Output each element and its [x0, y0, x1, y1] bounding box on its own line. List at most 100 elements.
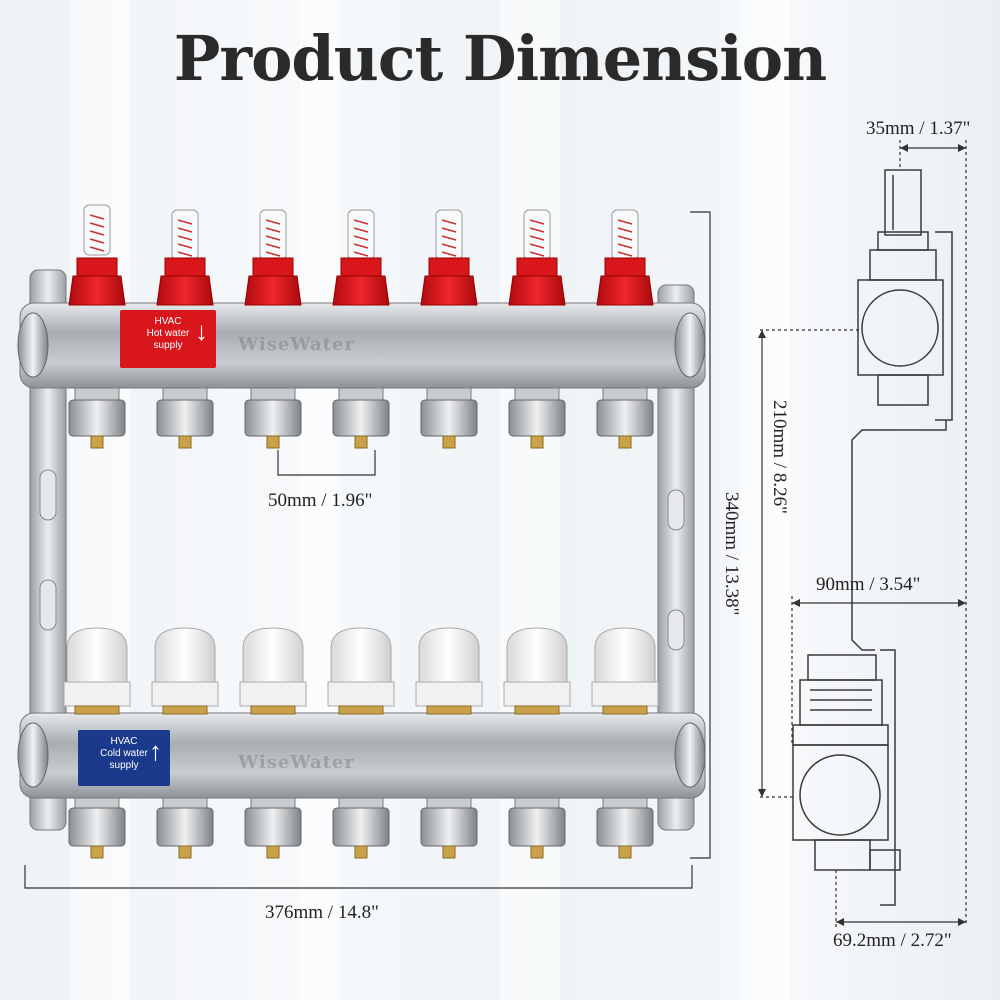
flowmeter-scale-mark	[177, 243, 193, 249]
flowmeter-scale-mark	[265, 251, 281, 257]
valve-white-cap	[154, 627, 216, 691]
valve-white-cap	[242, 627, 304, 691]
brand-watermark-top: WiseWater	[238, 334, 355, 355]
supply-outlet-nut	[596, 399, 654, 437]
flowmeter-red-collar	[604, 257, 646, 277]
flowmeter-scale-mark	[353, 243, 369, 249]
valve-white-cap	[330, 627, 392, 691]
flowmeter-red-collar	[252, 257, 294, 277]
valve-brass-ring	[514, 705, 560, 715]
dimension-arrows	[758, 144, 966, 926]
flowmeter-scale-mark	[265, 243, 281, 249]
valve-white-cap	[66, 627, 128, 691]
flowmeter-red-base	[332, 275, 390, 306]
supply-outlet-nut	[420, 399, 478, 437]
valve-brass-ring	[162, 705, 208, 715]
bracket-depth-label: 69.2mm / 2.72"	[833, 930, 952, 951]
supply-outlet-nut	[508, 399, 566, 437]
flowmeter-tube	[523, 209, 551, 261]
return-outlet-nut	[332, 807, 390, 847]
flowmeter-red-collar	[340, 257, 382, 277]
hot-tag-line3: supply	[153, 340, 183, 351]
flowmeter-scale-mark	[441, 227, 457, 233]
return-outlet-nut	[596, 807, 654, 847]
return-outlet-nut	[156, 807, 214, 847]
cold-tag-line2: Cold water	[100, 748, 148, 759]
flowmeter-red-base	[420, 275, 478, 306]
valve-white-base	[415, 681, 483, 707]
return-outlet-nut	[420, 807, 478, 847]
flowmeter-scale-mark	[89, 246, 105, 252]
arrow-down-icon: ↓	[195, 316, 208, 346]
flowmeter-red-base	[596, 275, 654, 306]
valve-white-base	[503, 681, 571, 707]
flowmeter-red-base	[244, 275, 302, 306]
supply-brass-fitting	[90, 435, 104, 449]
flowmeter-depth-label: 35mm / 1.37"	[866, 118, 971, 139]
flowmeter-tube	[611, 209, 639, 261]
valve-white-cap	[594, 627, 656, 691]
cold-tag-line1: HVAC	[110, 736, 138, 747]
flowmeter-scale-mark	[529, 251, 545, 257]
page-title: Product Dimension	[173, 22, 827, 95]
flowmeter-red-base	[508, 275, 566, 306]
valve-white-base	[591, 681, 659, 707]
hot-tag-line1: HVAC	[154, 316, 182, 327]
flowmeter-red-collar	[428, 257, 470, 277]
outlet-spacing-label: 50mm / 1.96"	[268, 490, 373, 511]
flowmeter-scale-mark	[177, 219, 193, 225]
flowmeter-scale-mark	[617, 243, 633, 249]
valve-brass-ring	[338, 705, 384, 715]
flowmeter-scale-mark	[617, 227, 633, 233]
return-brass-fitting	[90, 845, 104, 859]
total-height-label: 340mm / 13.38"	[721, 492, 742, 616]
flowmeter-scale-mark	[89, 230, 105, 236]
supply-outlet-nut	[244, 399, 302, 437]
valve-brass-ring	[74, 705, 120, 715]
supply-brass-fitting	[530, 435, 544, 449]
hot-water-supply-tag: HVAC Hot water supply ↓	[120, 310, 216, 368]
valve-brass-ring	[250, 705, 296, 715]
return-brass-fitting	[354, 845, 368, 859]
flowmeter-scale-mark	[89, 214, 105, 220]
flowmeter-scale-mark	[529, 235, 545, 241]
supply-outlet-nut	[156, 399, 214, 437]
flowmeter-scale-mark	[177, 235, 193, 241]
flowmeter-red-collar	[164, 257, 206, 277]
flowmeter-scale-mark	[617, 219, 633, 225]
flowmeter-scale-mark	[529, 227, 545, 233]
flowmeter-tube	[347, 209, 375, 261]
flowmeter-red-base	[68, 275, 126, 306]
side-view-drawing	[792, 169, 953, 906]
bar-spacing-label: 210mm / 8.26"	[769, 400, 790, 514]
return-outlet-nut	[244, 807, 302, 847]
flowmeter-scale-mark	[441, 243, 457, 249]
flowmeter-red-base	[156, 275, 214, 306]
flowmeter-scale-mark	[441, 251, 457, 257]
flowmeter-scale-mark	[177, 227, 193, 233]
return-bar	[17, 712, 706, 799]
flowmeter-scale-mark	[353, 219, 369, 225]
return-brass-fitting	[618, 845, 632, 859]
cold-water-supply-tag: HVAC Cold water supply ↑	[78, 730, 170, 786]
valve-white-base	[63, 681, 131, 707]
supply-brass-fitting	[618, 435, 632, 449]
supply-outlet-nut	[68, 399, 126, 437]
cold-tag-line3: supply	[109, 760, 139, 771]
valve-white-cap	[506, 627, 568, 691]
flowmeter-scale-mark	[441, 235, 457, 241]
supply-outlet-nut	[332, 399, 390, 437]
flowmeter-red-collar	[76, 257, 118, 277]
left-bracket	[29, 269, 67, 831]
valve-depth-label: 90mm / 3.54"	[816, 574, 921, 595]
supply-brass-fitting	[354, 435, 368, 449]
hot-tag-line2: Hot water	[146, 328, 190, 339]
flowmeter-scale-mark	[265, 235, 281, 241]
return-brass-fitting	[530, 845, 544, 859]
flowmeter-scale-mark	[177, 251, 193, 257]
flowmeter-scale-mark	[89, 238, 105, 244]
flowmeter-scale-mark	[265, 227, 281, 233]
valve-white-base	[239, 681, 307, 707]
flowmeter-scale-mark	[529, 219, 545, 225]
